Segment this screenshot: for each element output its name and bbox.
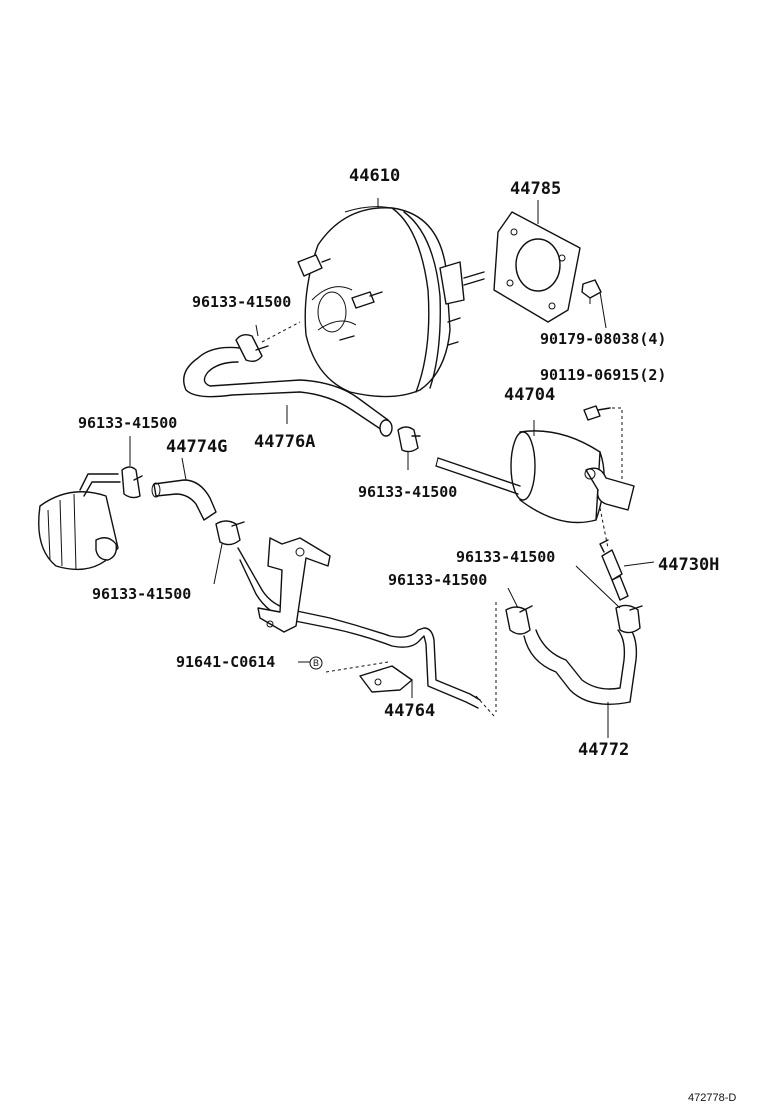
label-90119-06915: 90119-06915(2) bbox=[540, 366, 666, 384]
label-96133-41500: 96133-41500 bbox=[78, 414, 177, 432]
clamp bbox=[121, 436, 143, 499]
pipe-assembly bbox=[237, 537, 495, 717]
label-96133-41500: 96133-41500 bbox=[388, 571, 487, 589]
clamp bbox=[213, 520, 245, 585]
check-valve-44730h bbox=[599, 539, 655, 601]
hose-44776a bbox=[183, 346, 393, 437]
hose-44774g bbox=[151, 457, 217, 521]
gasket bbox=[493, 200, 581, 323]
label-96133-41500: 96133-41500 bbox=[192, 293, 291, 311]
clamp bbox=[575, 565, 643, 634]
bolt bbox=[583, 405, 623, 480]
clamp bbox=[235, 321, 301, 363]
label-96133-41500: 96133-41500 bbox=[456, 548, 555, 566]
label-91641-c0614: 91641-C0614 bbox=[176, 653, 275, 671]
label-96133-41500: 96133-41500 bbox=[358, 483, 457, 501]
label-44774g: 44774G bbox=[166, 437, 227, 457]
label-44772: 44772 bbox=[578, 740, 629, 760]
label-44785: 44785 bbox=[510, 179, 561, 199]
clamp bbox=[397, 426, 421, 470]
reference-mark bbox=[309, 656, 323, 670]
hose-44772 bbox=[523, 627, 638, 738]
label-90179-08038: 90179-08038(4) bbox=[540, 330, 666, 348]
label-44704: 44704 bbox=[504, 385, 555, 405]
label-44764: 44764 bbox=[384, 701, 435, 721]
vacuum-tank bbox=[435, 420, 635, 549]
clamp bbox=[495, 587, 533, 712]
brake-booster bbox=[297, 198, 485, 398]
label-44776a: 44776A bbox=[254, 432, 315, 452]
check-valve bbox=[38, 473, 121, 571]
label-44730h: 44730H bbox=[658, 555, 719, 575]
label-96133-41500: 96133-41500 bbox=[92, 585, 191, 603]
label-44610: 44610 bbox=[349, 166, 400, 186]
nut bbox=[581, 279, 607, 329]
figure-id: 472778-D bbox=[688, 1092, 736, 1104]
reference-mark-letter: B bbox=[313, 658, 319, 668]
